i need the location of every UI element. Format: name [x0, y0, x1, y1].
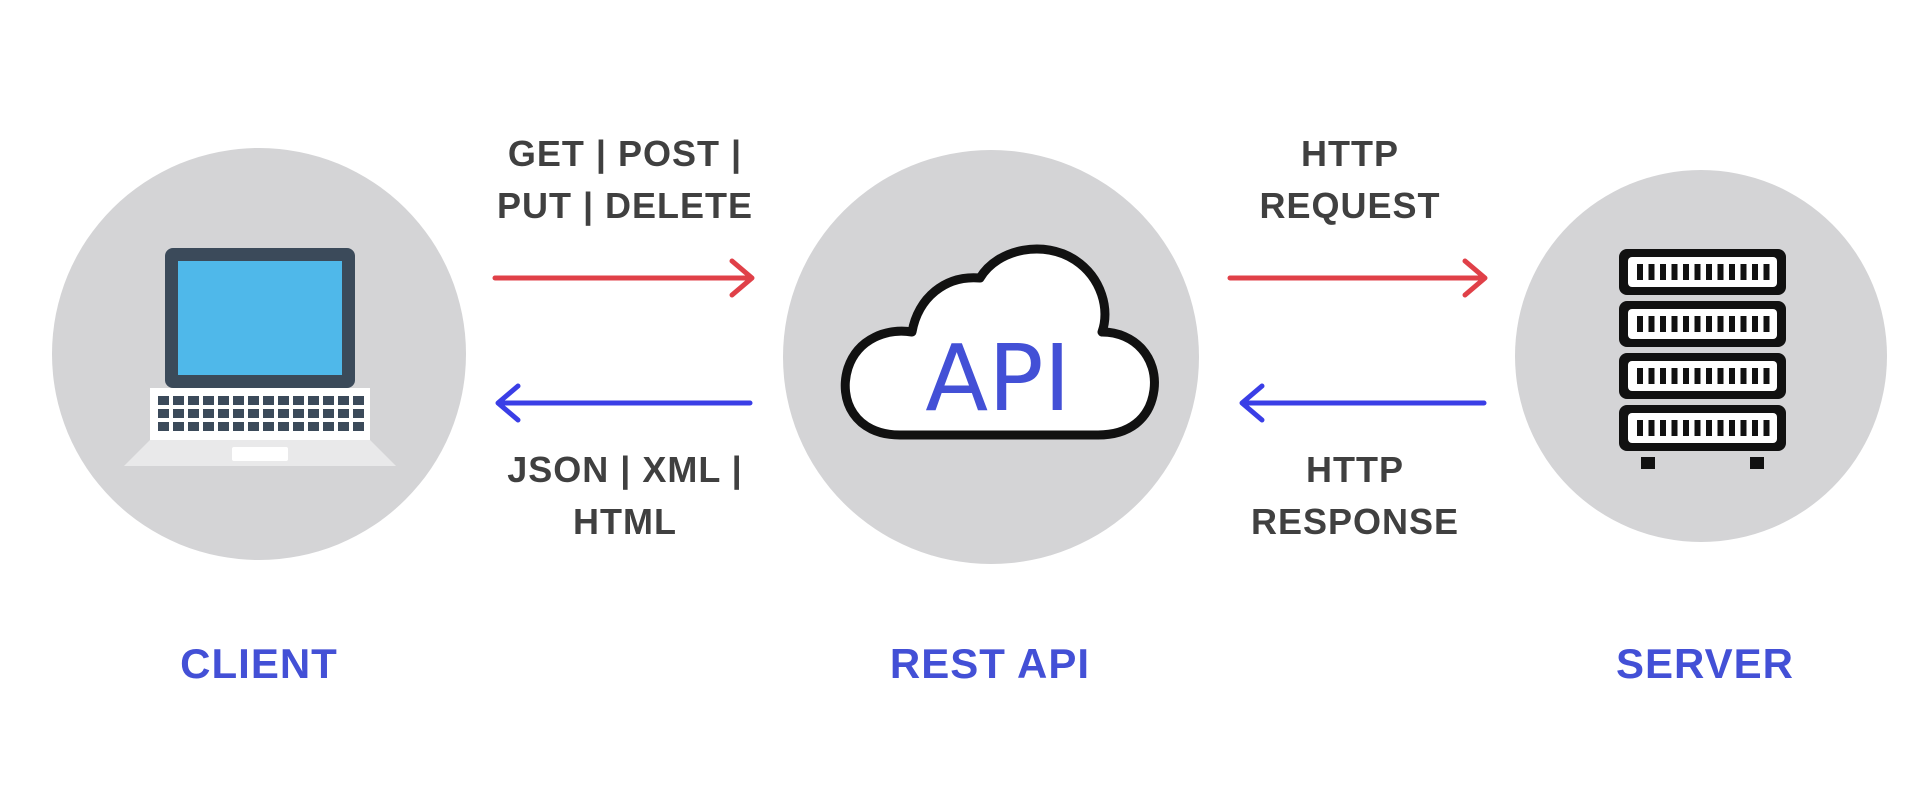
rest-api-caption: REST API	[889, 640, 1091, 687]
server-rack-icon	[1619, 249, 1786, 469]
http-methods-line-2: PUT | DELETE	[496, 185, 754, 226]
http-response-line-1: HTTP	[1306, 449, 1404, 490]
api-icon-text: API	[925, 325, 1071, 432]
server-caption: SERVER	[1616, 640, 1794, 687]
response-formats-line-1: JSON | XML |	[507, 449, 743, 490]
http-request-line-2: REQUEST	[1259, 185, 1441, 226]
http-methods-line-1: GET | POST |	[507, 133, 743, 174]
client-caption: CLIENT	[180, 640, 338, 687]
http-response-arrow-left-icon	[1239, 383, 1487, 423]
http-request-label: HTTP REQUEST	[1230, 128, 1470, 232]
http-response-label: HTTP RESPONSE	[1225, 444, 1485, 548]
response-arrow-left-icon	[495, 383, 753, 423]
http-request-line-1: HTTP	[1301, 133, 1399, 174]
http-response-line-2: RESPONSE	[1250, 501, 1460, 542]
http-request-arrow-right-icon	[1227, 258, 1488, 298]
response-formats-line-2: HTML	[573, 501, 677, 542]
http-methods-label: GET | POST | PUT | DELETE	[470, 128, 780, 232]
cloud-icon: API	[840, 244, 1159, 440]
response-formats-label: JSON | XML | HTML	[470, 444, 780, 548]
laptop-icon	[124, 248, 396, 474]
request-arrow-right-icon	[492, 258, 755, 298]
